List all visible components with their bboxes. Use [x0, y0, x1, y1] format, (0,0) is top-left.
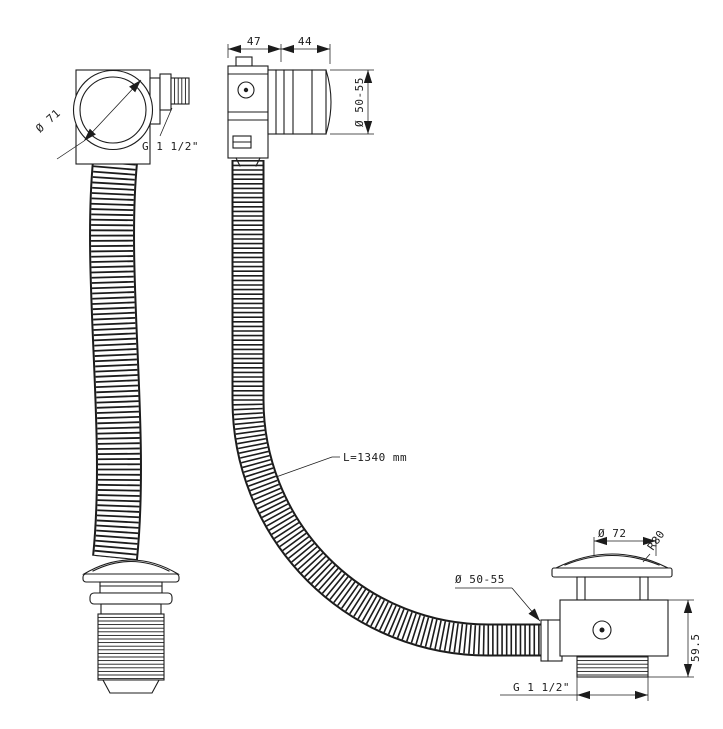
waste-side-thread: [576, 655, 649, 678]
hose-side-view: [231, 160, 549, 657]
hose-side-ribs: [233, 160, 549, 655]
dim-waste-cap-radius: R80: [645, 528, 668, 553]
waste-hose-coupling: [540, 619, 563, 662]
hose-front-view: [89, 159, 142, 561]
waste-front-thread: [97, 613, 165, 681]
waste-port: [592, 620, 612, 640]
overflow-cap-side: [267, 69, 327, 135]
dim-overflow-diameter: Ø 71: [33, 106, 63, 135]
overflow-outlet-thread: [170, 77, 190, 105]
hose-side-outline: [231, 160, 549, 657]
waste-front-view: [82, 559, 180, 694]
waste-side-dome: [555, 553, 669, 569]
dim-waste-thread: G 1 1/2": [513, 681, 570, 694]
dim-waste-pipe-diameter: Ø 50-55: [455, 573, 505, 586]
dim-width-44: 44: [298, 35, 312, 48]
dim-waste-cap-diameter: Ø 72: [598, 527, 627, 540]
overflow-screw-hole: [237, 81, 255, 99]
overflow-side-view: [227, 56, 332, 167]
dim-width-47: 47: [247, 35, 261, 48]
dim-waste-height: 59.5: [689, 634, 702, 663]
waste-tee-body: [559, 599, 669, 657]
hose-front-ribs: [91, 160, 140, 561]
overflow-rosette-inner: [79, 76, 147, 144]
waste-side-view: [540, 553, 673, 678]
dim-overflow-pipe-diameter: Ø 50-55: [353, 77, 366, 127]
dim-hose-length: L=1340 mm: [343, 451, 407, 464]
waste-front-dome: [82, 559, 180, 575]
dim-overflow-thread: G 1 1/2": [142, 140, 199, 153]
dimensions: Ø 71 G 1 1/2" 47 44 Ø 50-55 L=1340 mm Ø …: [33, 35, 702, 701]
